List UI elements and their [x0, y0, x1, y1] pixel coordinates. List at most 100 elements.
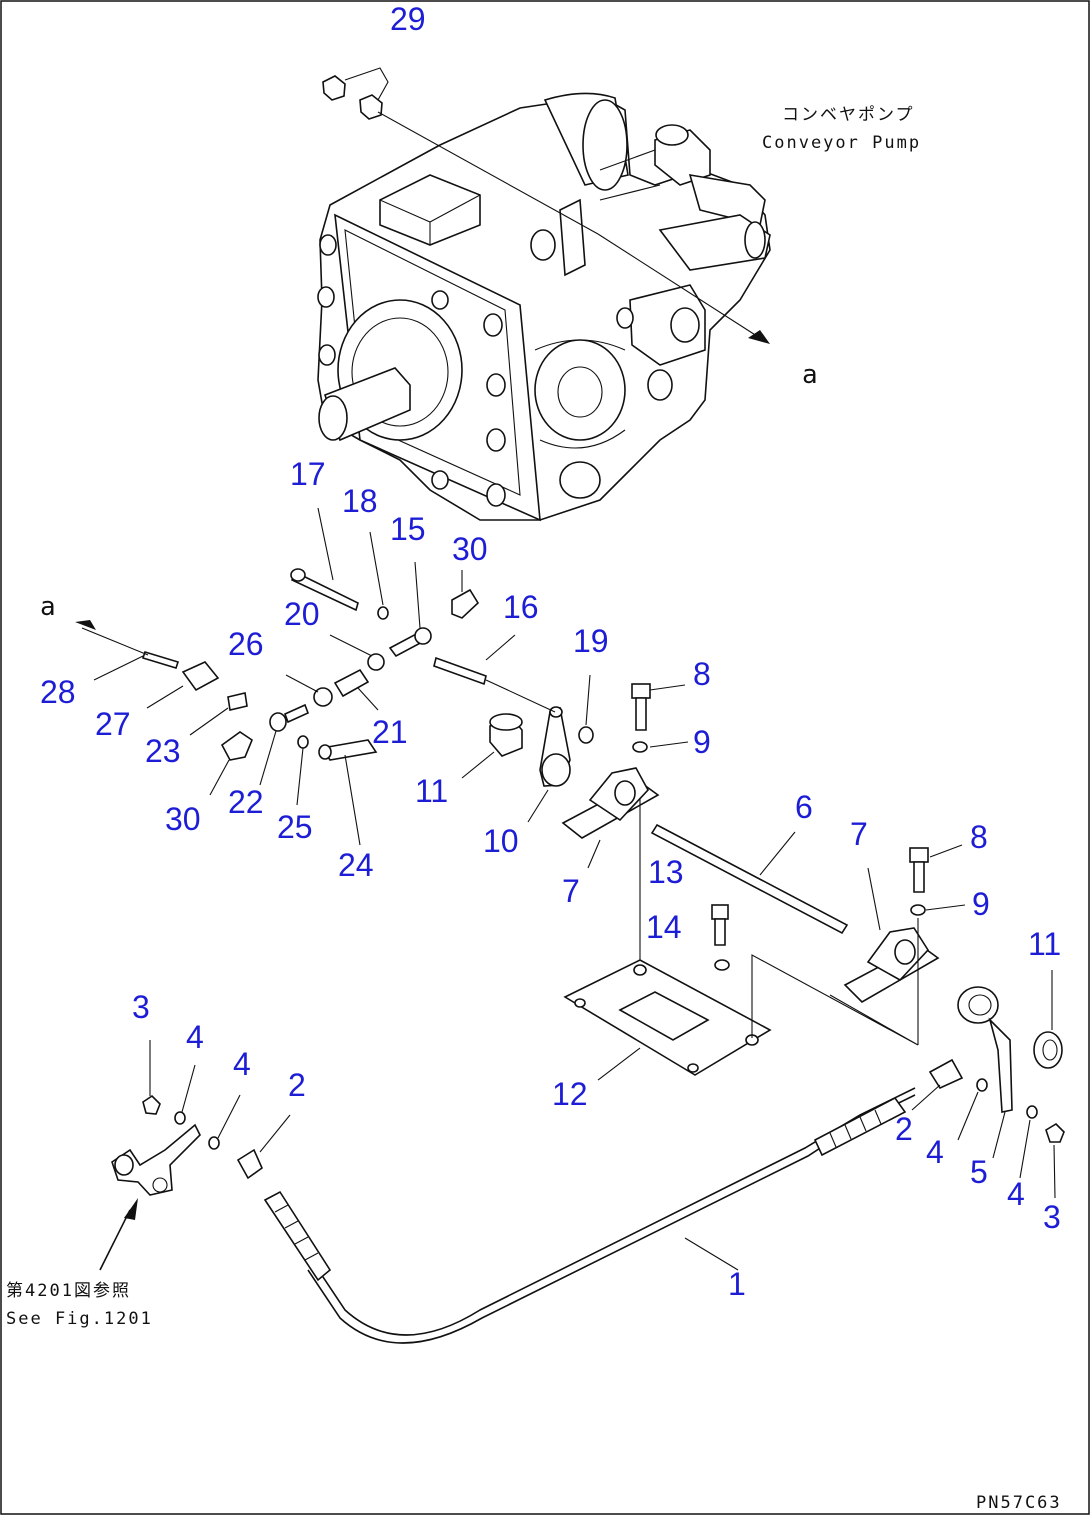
leader-21 [357, 687, 379, 711]
callout-8-right: 8 [970, 819, 988, 855]
shaft-16 [433, 656, 487, 686]
leader-20 [329, 634, 373, 657]
leader-11-left [461, 751, 495, 779]
nut-3-right [1045, 1122, 1065, 1143]
arrow-see-fig [124, 1198, 138, 1220]
callout-4-right-b: 4 [1007, 1176, 1025, 1212]
callout-23: 23 [145, 733, 181, 769]
nut-20 [367, 653, 385, 671]
leader-15 [414, 561, 421, 629]
callout-8-upper: 8 [693, 656, 711, 692]
leader-7-right [867, 867, 881, 931]
see-fig-jp: 第4201図参照 [6, 1281, 131, 1301]
bearing-7-left [561, 767, 660, 839]
rod-end-2-right [928, 1058, 964, 1090]
leader-3-right [1053, 1144, 1056, 1199]
leader-a-left [81, 627, 149, 656]
callout-22: 22 [228, 784, 264, 820]
callout-4-left-a: 4 [186, 1019, 204, 1055]
callout-24: 24 [338, 847, 374, 883]
leader-8-right [929, 844, 963, 858]
callout-13: 13 [648, 854, 684, 890]
leader-9-upper [649, 741, 689, 748]
bolt-24 [318, 739, 378, 761]
lever-left [111, 1123, 201, 1196]
leader-4-right-a [957, 1091, 979, 1141]
callout-5: 5 [970, 1154, 988, 1190]
axis-a-line [597, 233, 761, 339]
leader-6 [759, 831, 796, 876]
pin-23 [227, 692, 248, 711]
leader-26 [285, 674, 319, 693]
leader-19 [585, 674, 591, 726]
nut-3-left [142, 1094, 161, 1115]
rod-end-2-left [236, 1148, 263, 1180]
bolt-8-upper [631, 683, 651, 731]
bolt-8-right [909, 847, 929, 893]
callout-26: 26 [228, 626, 264, 662]
bearing-7-right [843, 927, 940, 1004]
washer-4-left-b [208, 1136, 220, 1150]
leader-17 [317, 507, 334, 581]
callout-20: 20 [284, 596, 320, 632]
leader-12-bracket [751, 954, 919, 1046]
leader-23 [189, 707, 229, 736]
callout-15: 15 [390, 511, 426, 547]
bushing-11-right [1033, 1031, 1063, 1069]
pump-label-en: Conveyor Pump [762, 133, 921, 153]
leader-25 [296, 747, 304, 806]
leader-4-left-a [181, 1064, 196, 1113]
lever-5 [957, 986, 1013, 1113]
leader-7-left [587, 839, 601, 869]
conveyor-pump [317, 92, 771, 522]
drawing-code: PN57C63 [976, 1493, 1062, 1513]
leader-1 [684, 1237, 739, 1271]
sleeve-21 [333, 668, 370, 698]
callout-19: 19 [573, 623, 609, 659]
bolt-14 [711, 904, 730, 971]
callout-30-upper: 30 [452, 531, 488, 567]
leader-10 [527, 789, 549, 823]
leader-9-right [925, 904, 966, 911]
callout-12: 12 [552, 1076, 588, 1112]
bracket-12 [563, 959, 772, 1076]
callout-18: 18 [342, 483, 378, 519]
callout-30-lower: 30 [165, 801, 201, 837]
callout-11-right: 11 [1028, 926, 1061, 962]
callout-11-left: 11 [415, 773, 448, 809]
leader-30-lower [209, 759, 230, 796]
callout-4-right-a: 4 [926, 1134, 944, 1170]
callout-3-right: 3 [1043, 1199, 1061, 1235]
washer-9-right [910, 904, 926, 916]
leader-4-right-b [1019, 1119, 1031, 1179]
leader-4-left-b [217, 1094, 241, 1139]
leader-2-right [911, 1084, 941, 1111]
leader-22 [259, 730, 277, 786]
bolt-17 [290, 568, 359, 612]
leader-16-shaft [485, 679, 556, 713]
callout-4-left-b: 4 [233, 1046, 251, 1082]
rod-28 [141, 651, 180, 669]
nut-29 [322, 75, 383, 120]
callout-9-right: 9 [972, 886, 990, 922]
see-fig-en: See Fig.1201 [6, 1309, 153, 1329]
leader-2-left [259, 1114, 291, 1153]
leader-29-link [344, 67, 389, 101]
nut-18 [377, 606, 389, 620]
rod-end-22 [269, 703, 310, 732]
washer-4-right-b [1026, 1105, 1038, 1119]
washer-4-left-a [174, 1111, 186, 1125]
leader-16 [485, 634, 516, 661]
washer-25 [297, 735, 309, 749]
callout-7-right: 7 [850, 816, 868, 852]
callout-14: 14 [646, 909, 682, 945]
pump-label-jp: コンベヤポンプ [782, 105, 915, 125]
leader-28 [93, 655, 144, 681]
view-marker-left: a [40, 592, 56, 622]
leader-24 [344, 754, 361, 846]
view-marker-right: a [802, 360, 818, 390]
callout-6: 6 [795, 789, 813, 825]
joint-27 [181, 661, 220, 692]
washer-9-upper [632, 741, 648, 753]
